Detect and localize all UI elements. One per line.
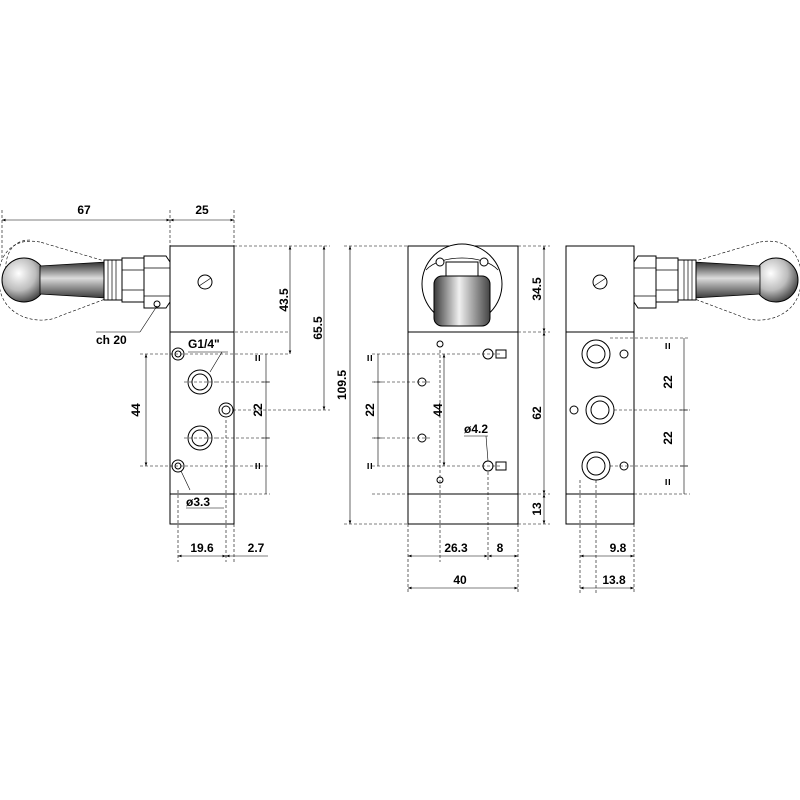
handle-ball bbox=[1, 257, 47, 303]
dim-40: 40 bbox=[453, 573, 467, 587]
handle-shaft bbox=[39, 261, 107, 299]
dim-44-left: 44 bbox=[129, 403, 143, 417]
hex-nut-ch20 bbox=[143, 255, 171, 309]
middle-view: 109.5 22 = = 44 ø4.2 26.3 8 40 bbox=[335, 243, 519, 594]
equal-mark-right-upper: = bbox=[661, 342, 675, 349]
right-port-top bbox=[581, 339, 611, 369]
dim-34-5: 34.5 bbox=[530, 277, 544, 301]
hex-nut-right bbox=[633, 255, 657, 309]
left-head-block bbox=[169, 245, 235, 333]
right-hole-b bbox=[569, 405, 579, 415]
dim-43-5: 43.5 bbox=[277, 288, 291, 312]
dim-22-left: 22 bbox=[251, 403, 265, 417]
threaded-collar-right bbox=[655, 257, 697, 303]
right-screw-icon bbox=[592, 274, 608, 290]
threaded-collar bbox=[103, 257, 145, 303]
left-port-side bbox=[218, 402, 234, 418]
dim-2-7: 2.7 bbox=[248, 541, 265, 555]
label-ch20: ch 20 bbox=[96, 333, 127, 347]
left-screw-icon bbox=[197, 274, 213, 290]
left-port-lower bbox=[184, 425, 216, 451]
middle-hole-c bbox=[436, 340, 444, 348]
dim-22-right-upper: 22 bbox=[661, 375, 675, 389]
equal-mark-right-lower: = bbox=[661, 478, 675, 485]
dim-8: 8 bbox=[497, 541, 504, 555]
handle-shaft-right bbox=[693, 261, 761, 299]
equal-mark-middle-lower: = bbox=[363, 462, 377, 469]
dim-25: 25 bbox=[195, 203, 209, 217]
right-base-block bbox=[565, 493, 635, 525]
equal-mark-upper: = bbox=[251, 354, 265, 361]
dim-44-middle: 44 bbox=[431, 403, 445, 417]
right-port-bottom bbox=[581, 451, 611, 481]
dim-9-8: 9.8 bbox=[610, 541, 627, 555]
right-view: 34.5 62 13 22 22 = = 9.8 13.8 bbox=[518, 240, 800, 594]
left-view: 67 25 43.5 65.5 22 = = 44 19.6 2.7 ch 20… bbox=[0, 203, 330, 562]
dim-22-middle: 22 bbox=[363, 403, 377, 417]
handle-swing-outline-right bbox=[691, 240, 800, 321]
dim-13-8: 13.8 bbox=[602, 573, 626, 587]
middle-knob-icon bbox=[421, 243, 503, 327]
dim-67: 67 bbox=[77, 203, 91, 217]
dim-22-right-lower: 22 bbox=[661, 431, 675, 445]
equal-mark-middle-upper: = bbox=[363, 354, 377, 361]
equal-mark-lower: = bbox=[251, 462, 265, 469]
dim-109-5: 109.5 bbox=[335, 370, 349, 400]
right-hole-a bbox=[619, 349, 629, 359]
dim-26-3: 26.3 bbox=[444, 541, 468, 555]
dim-19-6: 19.6 bbox=[190, 541, 214, 555]
dim-62: 62 bbox=[530, 406, 544, 420]
middle-base-block bbox=[407, 493, 519, 525]
left-base-block bbox=[169, 493, 235, 525]
handle-ball-right bbox=[753, 257, 799, 303]
dim-13: 13 bbox=[530, 502, 544, 516]
left-port-upper bbox=[184, 369, 216, 395]
label-hole-dia-3-3: ø3.3 bbox=[186, 495, 210, 509]
label-hole-dia-4-2: ø4.2 bbox=[464, 422, 488, 436]
dim-65-5: 65.5 bbox=[311, 316, 325, 340]
label-thread-g14: G1/4" bbox=[188, 337, 220, 351]
right-port-middle bbox=[585, 395, 615, 425]
